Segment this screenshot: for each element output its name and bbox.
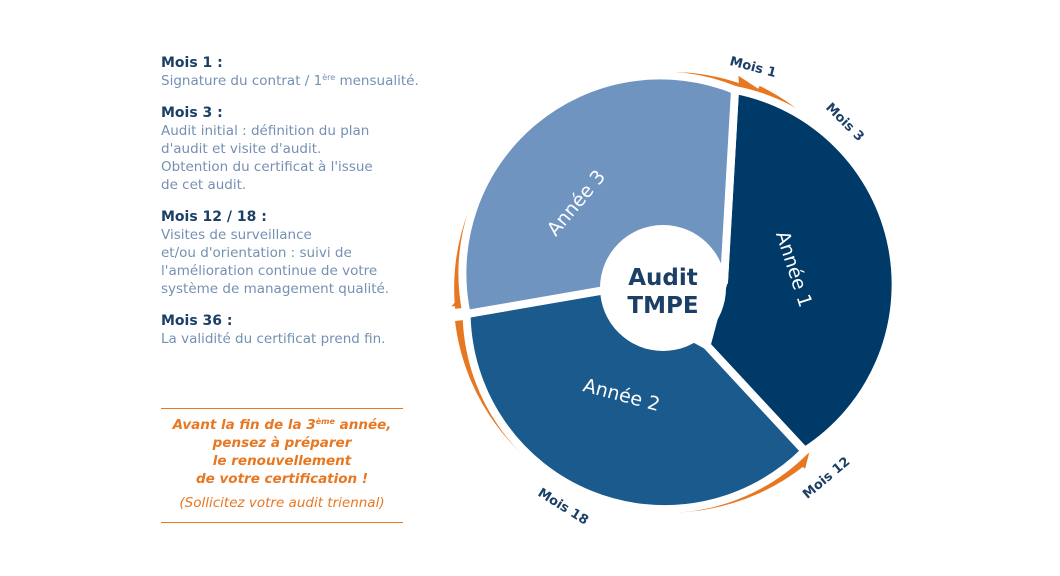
- renewal-callout: Avant la fin de la 3ème année, pensez à …: [161, 408, 403, 523]
- description-line: de cet audit.: [161, 177, 247, 193]
- superscript: ère: [322, 73, 336, 82]
- segment-annee-2: [462, 285, 811, 514]
- milestone-title: Mois 3 :: [161, 105, 223, 121]
- milestone-description: Signature du contrat / 1ère mensualité.: [161, 72, 419, 90]
- milestone-step: Mois 36 : La validité du certificat prend…: [161, 312, 411, 348]
- description-line: La validité du certificat prend fin.: [161, 331, 386, 347]
- superscript: ème: [315, 417, 335, 426]
- milestone-step: Mois 3 :Audit initial : définition du pl…: [161, 104, 411, 194]
- milestone-description: La validité du certificat prend fin.: [161, 330, 411, 348]
- description-line: Audit initial : définition du plan: [161, 123, 370, 139]
- milestone-list: Mois 1 : Signature du contrat / 1ère mens…: [161, 54, 419, 362]
- callout-line: pensez à préparer: [212, 435, 352, 451]
- center-label-audit: Audit: [628, 265, 698, 291]
- milestone-title: Mois 36 :: [161, 313, 233, 329]
- callout-line: de votre certification !: [195, 471, 369, 487]
- milestone-description: Audit initial : définition du plan d'audi…: [161, 122, 411, 194]
- center-circle: [600, 225, 726, 351]
- milestone-title: Mois 12 / 18 :: [161, 209, 267, 225]
- milestone-step: Mois 12 / 18 : Visites de surveillance et/…: [161, 208, 411, 298]
- description-line: système de management qualité.: [161, 281, 390, 297]
- description-line: d'audit et visite d'audit.: [161, 141, 322, 157]
- callout-note: (Sollicitez votre audit triennal): [179, 495, 385, 511]
- description-line: l'amélioration continue de votre: [161, 263, 378, 279]
- callout-line: Avant la fin de la 3ème année,: [172, 417, 392, 433]
- segment-annee-1: [702, 85, 900, 457]
- center-label-tmpe: TMPE: [627, 293, 698, 319]
- description-line: Signature du contrat / 1ère mensualité.: [161, 73, 419, 89]
- milestone-label-mois-12: Mois 12: [800, 454, 853, 502]
- description-line: Visites de surveillance: [161, 227, 312, 243]
- milestone-title: Mois 1 :: [161, 55, 223, 71]
- milestone-step: Mois 1 : Signature du contrat / 1ère mens…: [161, 54, 419, 90]
- callout-line: le renouvellement: [212, 453, 352, 469]
- description-line: et/ou d'orientation : suivi de: [161, 245, 352, 261]
- description-line: Obtention du certificat à l'issue: [161, 159, 373, 175]
- milestone-label-mois-1: Mois 1: [728, 54, 778, 81]
- milestone-description: Visites de surveillance et/ou d'orientati…: [161, 226, 411, 298]
